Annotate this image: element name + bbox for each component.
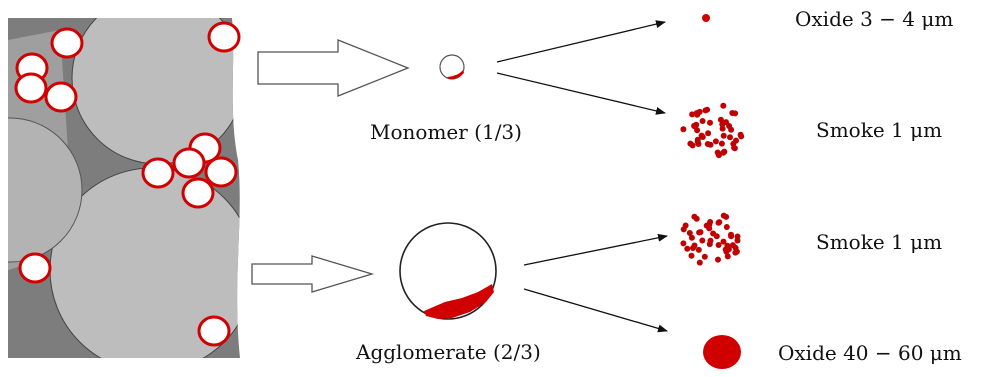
smoke-dot bbox=[680, 126, 687, 133]
smoke-dot bbox=[720, 132, 727, 139]
oxide-large-droplet bbox=[703, 335, 741, 369]
block-arrow-bottom bbox=[251, 255, 375, 293]
smoke-dot bbox=[720, 212, 727, 219]
smoke-dot bbox=[729, 110, 736, 116]
smoke-dot bbox=[699, 118, 706, 124]
smoke-top-label: Smoke 1 μm bbox=[816, 118, 943, 142]
smoke-dot bbox=[688, 234, 695, 241]
smoke-dot bbox=[702, 107, 709, 114]
smoke-dot bbox=[695, 246, 702, 253]
oxide-small-droplet bbox=[702, 14, 710, 22]
oxidizer-particle bbox=[204, 156, 238, 188]
smoke-dot bbox=[715, 242, 722, 248]
smoke-dot bbox=[715, 152, 722, 159]
smoke-dot bbox=[724, 242, 731, 249]
oxidizer-particle bbox=[18, 252, 52, 284]
oxidizer-particle bbox=[44, 81, 78, 113]
smoke-dot bbox=[707, 119, 713, 126]
smoke-dot bbox=[689, 111, 696, 118]
aluminum-grain-left bbox=[8, 117, 83, 263]
smoke-dot bbox=[727, 134, 733, 141]
smoke-dot bbox=[732, 249, 739, 256]
smoke-dot bbox=[694, 136, 701, 143]
smoke-dot bbox=[728, 233, 735, 240]
block-arrow-top bbox=[257, 39, 410, 97]
smoke-cloud-bottom bbox=[680, 212, 741, 266]
arrow-to-oxide-small bbox=[496, 20, 666, 63]
arrow-to-smoke-bottom bbox=[523, 233, 668, 266]
oxidizer-particle bbox=[14, 72, 48, 104]
smoke-dot bbox=[706, 221, 713, 228]
smoke-dot bbox=[734, 233, 741, 240]
smoke-dot bbox=[720, 102, 727, 109]
oxide-large-label: Oxide 40 − 60 μm bbox=[778, 341, 962, 365]
oxidizer-particle bbox=[207, 21, 241, 53]
smoke-dot bbox=[715, 256, 721, 263]
oxidizer-particle bbox=[141, 157, 175, 189]
oxidizer-particle bbox=[50, 27, 84, 59]
smoke-dot bbox=[712, 138, 719, 145]
smoke-dot bbox=[718, 140, 725, 147]
smoke-dot bbox=[706, 241, 713, 248]
smoke-dot bbox=[733, 137, 739, 144]
smoke-dot bbox=[682, 222, 689, 229]
smoke-dot bbox=[720, 238, 727, 245]
smoke-dot bbox=[721, 148, 728, 155]
smoke-dot bbox=[691, 122, 698, 129]
smoke-dot bbox=[715, 219, 722, 226]
smoke-dot bbox=[732, 244, 739, 251]
smoke-dot bbox=[687, 140, 694, 147]
smoke-dot bbox=[696, 259, 703, 266]
smoke-dot bbox=[684, 245, 691, 252]
smoke-dot bbox=[705, 130, 712, 137]
smoke-dot bbox=[688, 252, 695, 259]
smoke-dot bbox=[696, 108, 703, 115]
oxidizer-particle bbox=[172, 147, 206, 179]
smoke-dot bbox=[713, 233, 720, 240]
smoke-dot bbox=[731, 145, 738, 152]
smoke-dot bbox=[691, 213, 698, 220]
smoke-dot bbox=[724, 253, 731, 260]
smoke-dot bbox=[699, 237, 706, 244]
smoke-dot bbox=[723, 224, 730, 230]
agglomerate-particle bbox=[399, 222, 497, 320]
smoke-dot bbox=[691, 242, 698, 249]
smoke-dot bbox=[707, 141, 714, 148]
smoke-dot bbox=[717, 116, 724, 123]
smoke-cloud-top bbox=[680, 102, 745, 159]
monomer-particle bbox=[439, 54, 465, 80]
agglomerate-label: Agglomerate (2/3) bbox=[356, 340, 541, 364]
propellant-section bbox=[8, 18, 241, 358]
smoke-bottom-label: Smoke 1 μm bbox=[816, 230, 943, 254]
arrow-to-smoke-top bbox=[496, 72, 666, 115]
arrow-to-oxide-large bbox=[523, 288, 668, 333]
smoke-dot bbox=[726, 123, 733, 129]
smoke-dot bbox=[738, 133, 745, 140]
smoke-dot bbox=[697, 229, 704, 236]
smoke-dot bbox=[698, 132, 705, 139]
smoke-dot bbox=[680, 240, 687, 247]
oxidizer-particle bbox=[181, 177, 215, 209]
oxidizer-particle bbox=[197, 315, 231, 347]
monomer-label: Monomer (1/3) bbox=[370, 120, 522, 144]
smoke-dot bbox=[701, 253, 708, 260]
smoke-dot bbox=[719, 125, 726, 132]
oxide-small-label: Oxide 3 − 4 μm bbox=[795, 7, 954, 31]
smoke-dot bbox=[686, 230, 693, 236]
oxidizer-particles bbox=[14, 21, 241, 347]
